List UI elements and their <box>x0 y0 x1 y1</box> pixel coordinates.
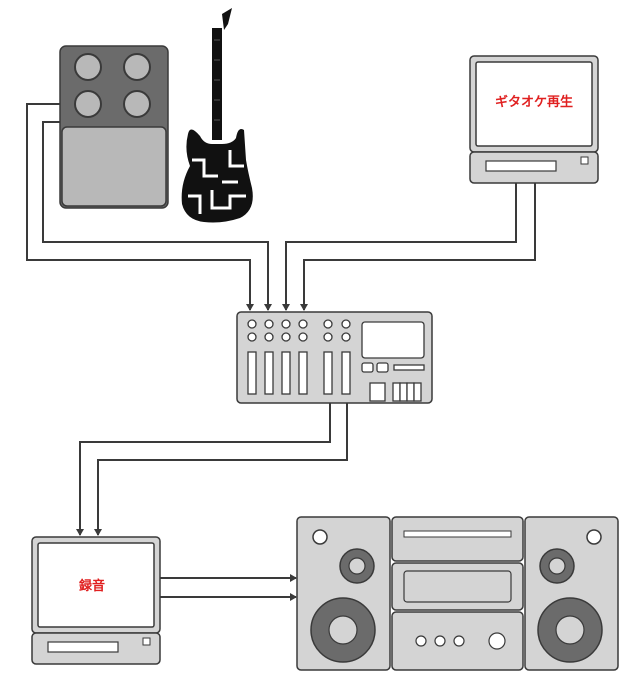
cable-mixer-to-recorder-1 <box>76 403 331 536</box>
effects-pedal-icon <box>59 45 169 209</box>
audio-mixer-icon <box>236 311 433 404</box>
speaker-icon <box>524 516 619 671</box>
cable-pedal-to-mixer-2 <box>42 121 272 311</box>
monitor-bottom-screen-text: 録音 <box>79 578 105 594</box>
cable-monitor-to-mixer-2 <box>300 183 536 311</box>
stereo-center-unit <box>391 516 524 671</box>
computer-monitor-icon: 録音 <box>31 536 161 665</box>
cables <box>26 103 536 601</box>
speaker-icon <box>296 516 391 671</box>
stereo-system-icon <box>296 516 619 671</box>
electric-guitar-icon <box>181 8 253 223</box>
cable-pedal-to-mixer-1 <box>26 103 254 311</box>
cable-mixer-to-recorder-2 <box>94 403 348 536</box>
monitor-top-screen-text: ギタオケ再生 <box>495 94 573 110</box>
computer-monitor-icon: ギタオケ再生 <box>469 55 599 184</box>
cable-monitor-to-mixer-1 <box>282 183 517 311</box>
